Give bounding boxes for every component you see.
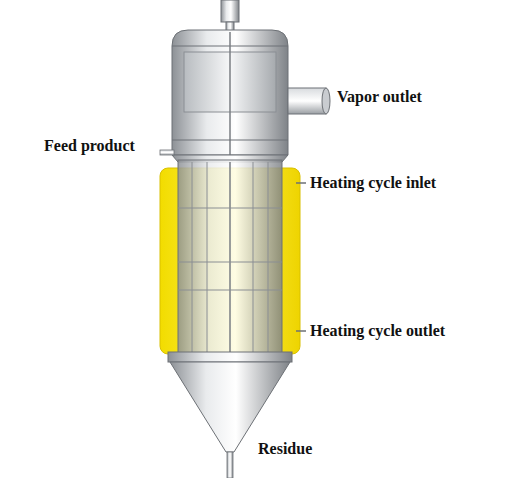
part-label: Vapor outlet xyxy=(337,88,422,106)
part-label: Heating cycle inlet xyxy=(310,174,436,192)
part-label: Feed product xyxy=(44,137,135,155)
part-label: Residue xyxy=(258,440,312,458)
part-label: Heating cycle outlet xyxy=(310,322,445,340)
